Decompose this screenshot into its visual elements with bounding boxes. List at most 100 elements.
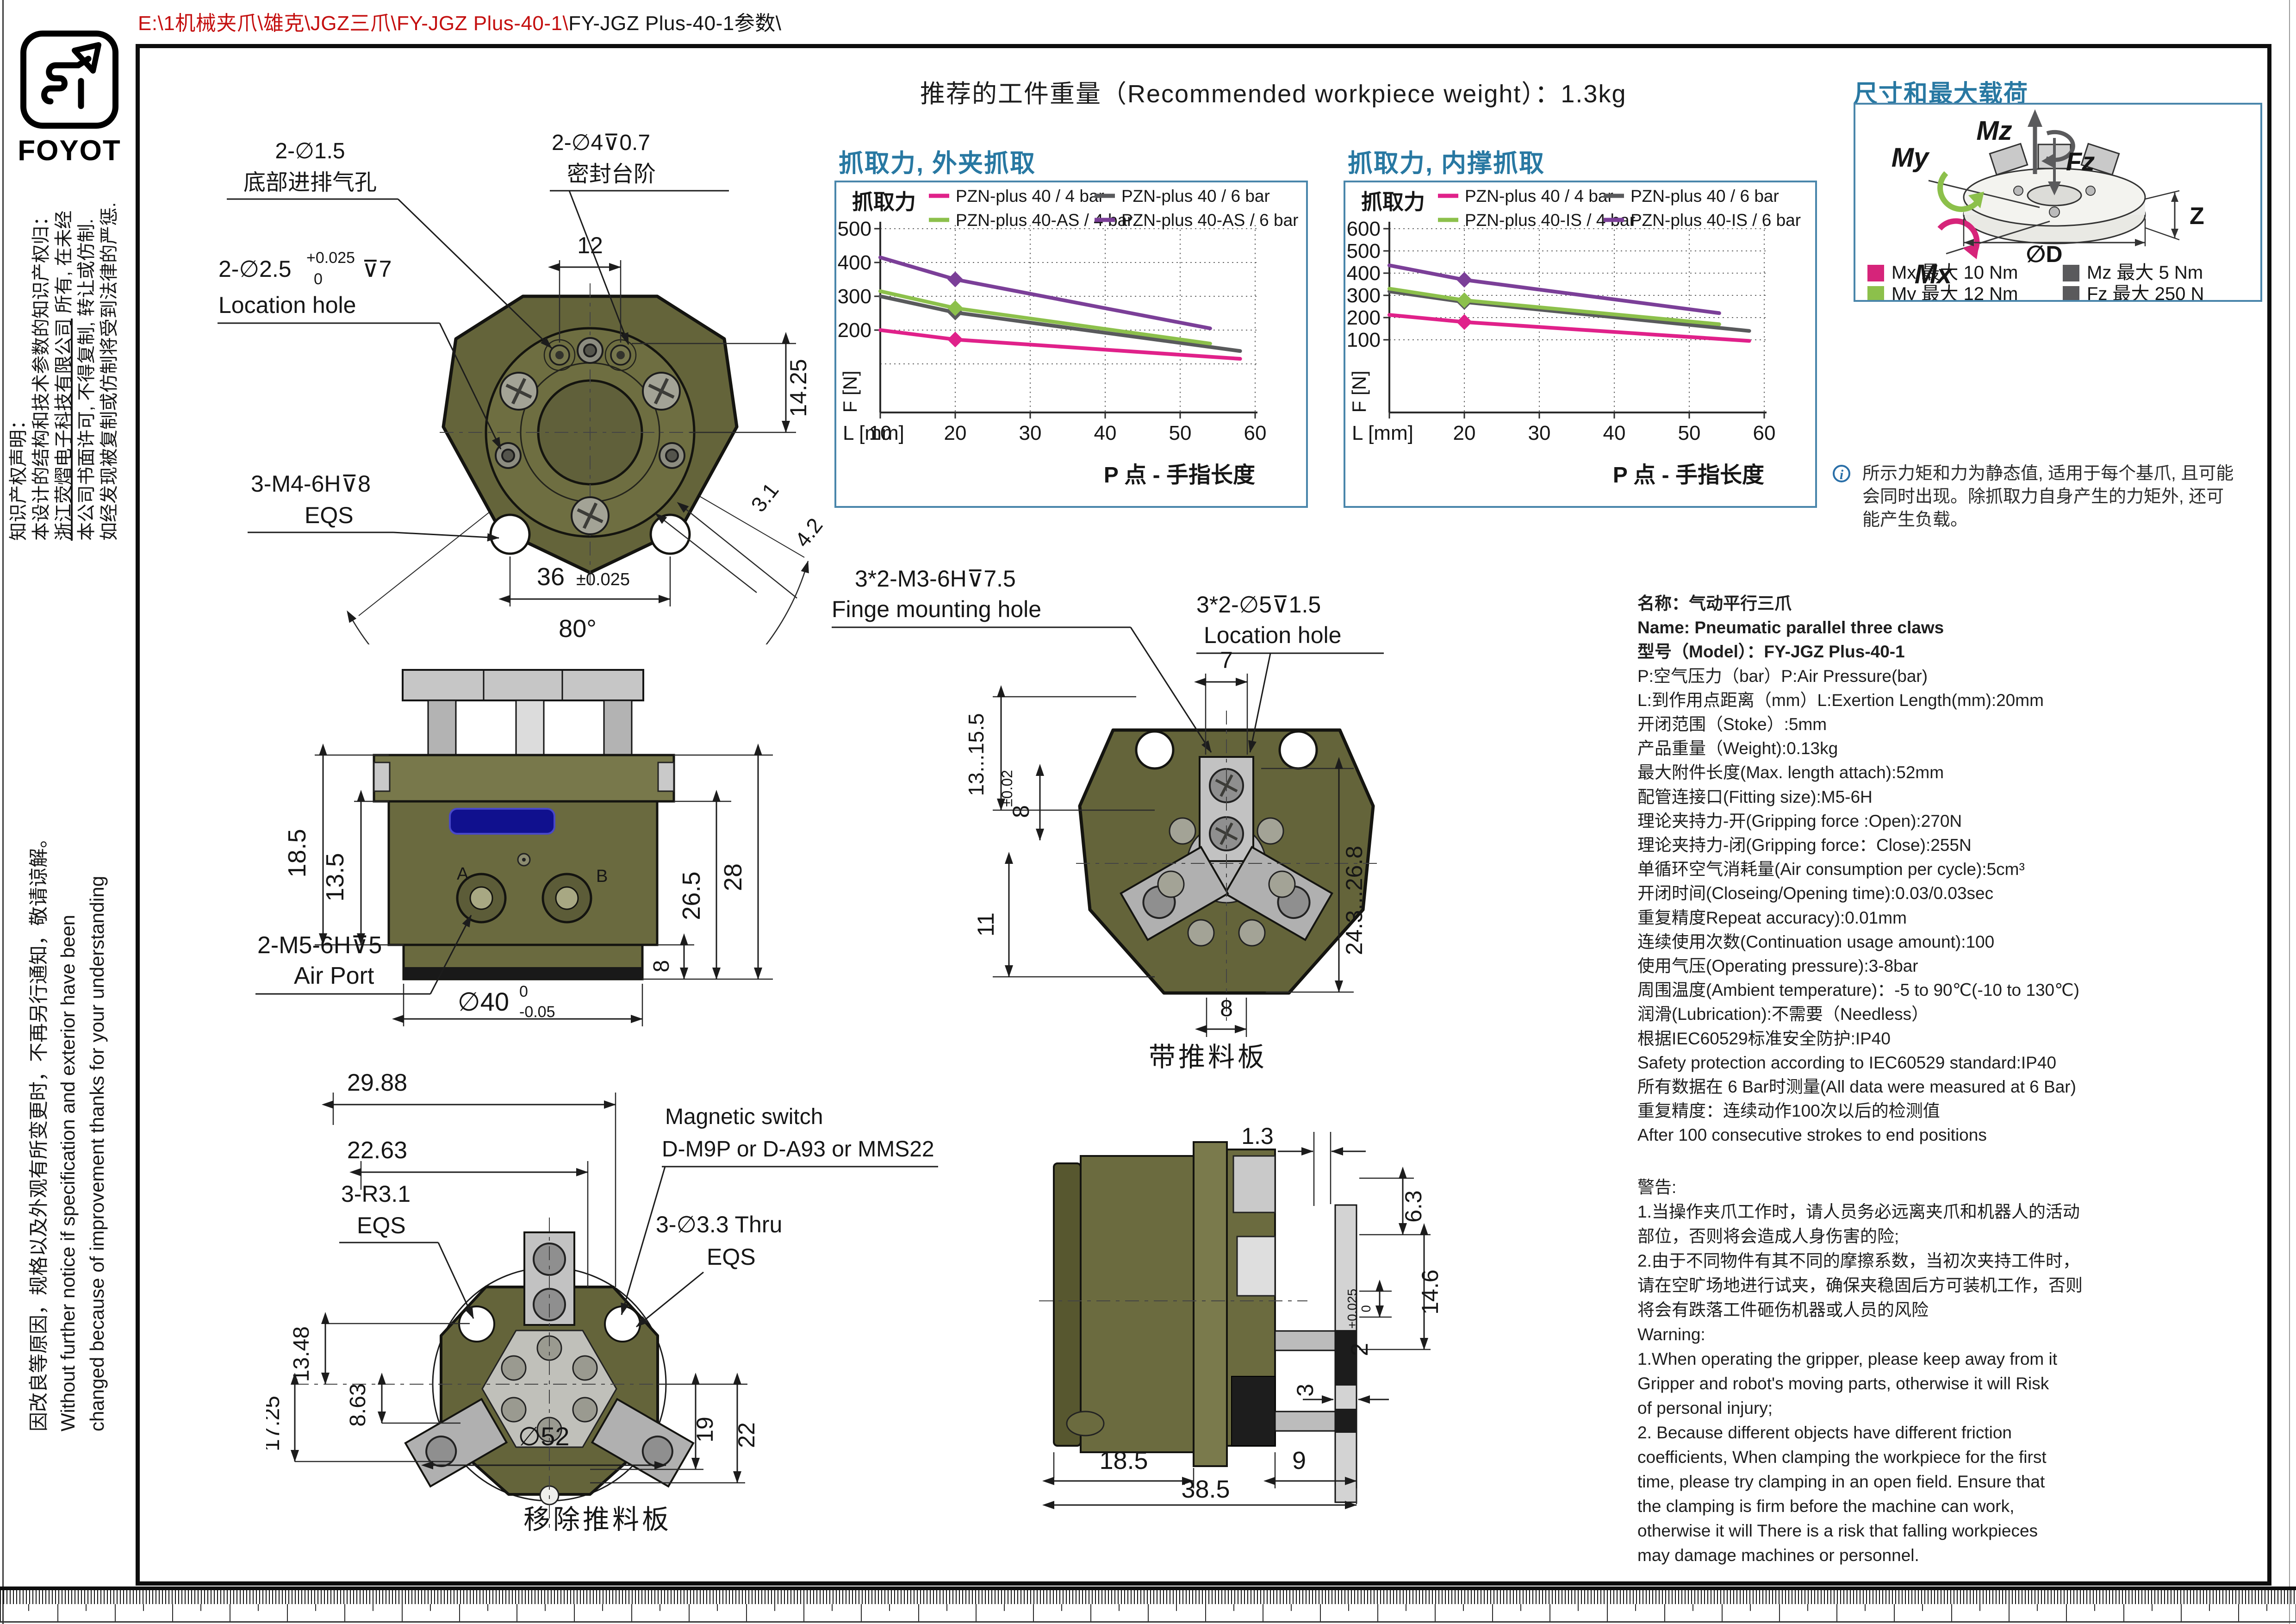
dim-17-25: 17.25 [266, 1396, 284, 1451]
y-tick: 300 [838, 285, 871, 308]
x-tick: 50 [1678, 422, 1701, 444]
spec-line: P:空气压力（bar）P:Air Pressure(bar) [1637, 666, 1928, 686]
dim-2-tol-top: +0.025 [1345, 1289, 1359, 1329]
label-mz: Mz [1976, 116, 2012, 146]
chart-legend-label: PZN-plus 40-IS / 6 bar [1630, 211, 1801, 230]
port-b-label: B [596, 867, 608, 886]
y-axis-label: F [N] [1348, 371, 1370, 413]
warning-line: of personal injury; [1637, 1399, 1773, 1418]
dim-26-5: 26.5 [678, 871, 705, 920]
spec-line: 名称：气动平行三爪 [1637, 594, 1792, 613]
dim-29-88: 29.88 [347, 1069, 407, 1096]
legend-swatch [2063, 286, 2079, 303]
dim-9: 9 [1292, 1447, 1306, 1474]
dim-28: 28 [719, 863, 747, 891]
warning-line: may damage machines or personnel. [1637, 1546, 1919, 1565]
change-notice-line: 因改良等原因，规格以及外观有所变更时，不再另行通知，敬请谅解。 [28, 828, 50, 1431]
dim-11: 11 [973, 912, 999, 937]
label-d: ∅D [2026, 241, 2063, 267]
change-notice-line: Without further notice if specification … [57, 915, 79, 1431]
warning-line: the clamping is firm before the machine … [1637, 1497, 2015, 1516]
spec-line: After 100 consecutive strokes to end pos… [1637, 1125, 1987, 1145]
chart-legend-label: PZN-plus 40 / 6 bar [1121, 187, 1270, 206]
label-magnetic-1: Magnetic switch [665, 1105, 823, 1129]
warning-line: 将会有跌落工件砸伤机器或人员的风险 [1637, 1300, 1929, 1319]
spec-line: 使用气压(Operating pressure):3-8bar [1637, 956, 1918, 976]
spec-line: 开闭范围（Stoke）:5mm [1637, 715, 1827, 734]
label-loc: 2-∅2.5 [218, 256, 292, 282]
dim-22: 22 [734, 1422, 759, 1448]
spec-line: L:到作用点距离（mm）L:Exertion Length(mm):20mm [1637, 690, 2044, 710]
file-path-red: E:\1机械夹爪\雄克\JGZ三爪\FY-JGZ Plus-40-1\ [138, 12, 569, 35]
chart-marker [947, 331, 963, 348]
y-tick: 300 [1347, 284, 1381, 307]
caption-with-pusher: 带推料板 [1149, 1042, 1267, 1072]
spec-line: 根据IEC60529标准安全防护:IP40 [1637, 1029, 1891, 1048]
label-magnetic-2: D-M9P or D-A93 or MMS22 [662, 1137, 934, 1162]
ip-notice-line: 本公司书面许可, 不得复制, 转让或仿制. [76, 219, 97, 541]
ip-notice-line: 知识产权声明： [8, 411, 29, 541]
spec-line: 理论夹持力-开(Gripping force :Open):270N [1637, 811, 1962, 831]
warning-line: 部位，否则将会造成人身伤害的险; [1637, 1227, 1899, 1246]
chart1-heading: 抓取力, 外夹抓取 [839, 150, 1036, 177]
label-z: Z [2190, 203, 2204, 230]
dim-13-48: 13.48 [289, 1326, 314, 1382]
dim-22-63: 22.63 [347, 1137, 407, 1164]
view-side: A B 18.5 13.5 26.5 28 8 ∅40 0 -0.05 2-M5… [255, 669, 773, 1026]
dim-2: 2 [1346, 1343, 1373, 1356]
foyot-logo-icon [20, 31, 118, 129]
warning-line: Warning: [1637, 1325, 1705, 1344]
port-a-label: A [457, 864, 469, 884]
dim-14-25: 14.25 [785, 359, 811, 417]
dim-80: 80° [559, 615, 597, 643]
change-notice-vertical-text: 因改良等原因，规格以及外观有所变更时，不再另行通知，敬请谅解。 Without f… [24, 644, 112, 1431]
load-note-line: 能产生负载。 [1862, 510, 1968, 530]
spec-line: 配管连接口(Fitting size):M5-6H [1637, 787, 1873, 806]
legend-swatch [1867, 286, 1884, 303]
dim-18-5b: 18.5 [1099, 1447, 1148, 1474]
spec-line: 润滑(Lubrication):不需要（Needless） [1637, 1005, 1929, 1024]
dim-d40-tol-bot: -0.05 [519, 1003, 555, 1021]
spec-line: 产品重量（Weight):0.13kg [1637, 739, 1838, 758]
legend-swatch [2063, 265, 2079, 281]
caption-removed: 移除推料板 [523, 1505, 672, 1535]
y-axis-label: F [N] [839, 371, 861, 413]
view-front-removed: 29.88 22.63 Magnetic switch D-M9P or D-A… [266, 1069, 938, 1535]
label-loc-en: Location hole [1204, 622, 1341, 648]
y-tick: 500 [1347, 240, 1381, 262]
warning-line: 警告: [1637, 1178, 1677, 1197]
dim-6-3: 6.3 [1400, 1190, 1426, 1223]
dim-8b: 8 [1220, 995, 1233, 1021]
legend-label: Mz 最大 5 Nm [2087, 262, 2203, 283]
label-seal: 2-∅4⊽0.7 [552, 131, 650, 155]
dim-38-5: 38.5 [1181, 1475, 1230, 1503]
spec-line: 最大附件长度(Max. length attach):52mm [1637, 763, 1944, 782]
y-tick: 600 [1347, 218, 1381, 240]
dim-13-5: 13.5 [321, 853, 349, 901]
dim-36-tol: ±0.025 [576, 570, 630, 589]
dim-8t: 8 [1008, 805, 1034, 818]
chart-series [878, 256, 1212, 331]
dim-7: 7 [1220, 647, 1233, 673]
dim-3-1: 3.1 [746, 478, 783, 516]
label-r31: 3-R3.1 [341, 1181, 411, 1207]
chart-marker [1456, 272, 1472, 288]
chart-marker [1456, 314, 1472, 330]
ip-notice-vertical-text: 知识产权声明：本设计的结构和技术参数的知识产权归：浙江荧熠电子科技有限公司 所有… [7, 189, 121, 541]
file-path-black: FY-JGZ Plus-40-1参数\ [568, 12, 782, 35]
x-tick: 50 [1169, 422, 1192, 444]
spec-line: 理论夹持力-闭(Gripping force：Close):255N [1637, 836, 1972, 855]
x-tick: 20 [944, 422, 967, 444]
panel-label: 抓取力 [1361, 190, 1425, 214]
chart-series [1388, 313, 1751, 343]
x-tick: 60 [1244, 422, 1267, 444]
x-axis-label: L [mm] [1352, 422, 1413, 444]
change-notice-line: changed because of improvement thanks fo… [86, 875, 108, 1431]
label-mx: Mx [1915, 259, 1953, 289]
